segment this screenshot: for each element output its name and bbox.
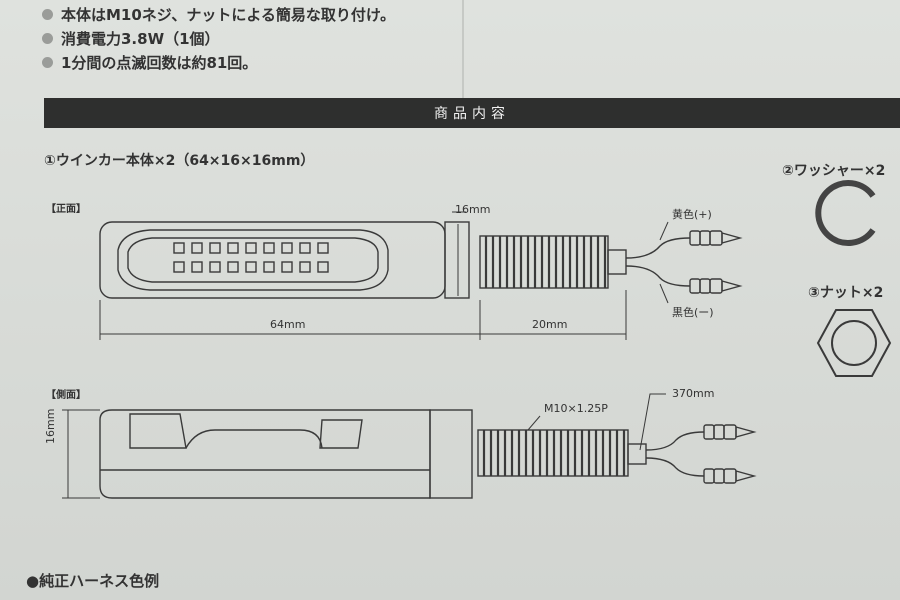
cable-length-label: 370mm bbox=[672, 387, 715, 400]
dim-extension-lines bbox=[99, 290, 627, 340]
side-height-dim bbox=[62, 409, 100, 499]
led-array bbox=[173, 242, 329, 273]
front-cable-boot bbox=[607, 249, 627, 275]
dim-body-64: 64mm bbox=[270, 318, 306, 331]
side-thread-ridges bbox=[482, 430, 626, 476]
side-body-outline bbox=[99, 409, 431, 499]
feature-text: 1分間の点滅回数は約81回。 bbox=[61, 54, 258, 72]
nut-hex bbox=[816, 309, 892, 377]
wire-black bbox=[625, 265, 691, 287]
feature-blink-rate: 1分間の点滅回数は約81回。 bbox=[42, 52, 257, 73]
bullet-icon bbox=[42, 57, 53, 68]
side-connector-top bbox=[703, 424, 757, 440]
item-turn-signal-body: ①ウインカー本体×2（64×16×16mm） bbox=[44, 153, 315, 169]
side-cable-boot bbox=[627, 443, 647, 465]
front-collar bbox=[444, 221, 470, 299]
wire-label-yellow: 黄色(+) bbox=[672, 208, 712, 221]
washer-shape bbox=[815, 180, 876, 246]
side-wire-top bbox=[645, 431, 705, 451]
feature-text: 本体はM10ネジ、ナットによる簡易な取り付け。 bbox=[61, 6, 396, 24]
front-thread-ridges bbox=[484, 236, 607, 288]
feature-text: 消費電力3.8W（1個） bbox=[61, 30, 220, 48]
dim-width-16: 16mm bbox=[455, 203, 491, 216]
feature-mounting: 本体はM10ネジ、ナットによる簡易な取り付け。 bbox=[42, 4, 395, 25]
side-window-left bbox=[129, 413, 187, 449]
dim-thread-20: 20mm bbox=[532, 318, 568, 331]
item-nut: ③ナット×2 bbox=[808, 285, 884, 301]
section-title: 商品内容 bbox=[434, 106, 510, 122]
wire-yellow bbox=[625, 237, 691, 259]
side-end-cap bbox=[429, 409, 473, 499]
side-wire-bottom bbox=[645, 457, 705, 477]
paper-fold bbox=[462, 0, 464, 100]
side-window-right bbox=[319, 419, 363, 449]
nut-hole bbox=[831, 320, 877, 366]
label-side-view: 【側面】 bbox=[46, 390, 86, 401]
front-body-outline bbox=[99, 221, 446, 299]
connector-black bbox=[689, 278, 743, 294]
section-header-contents: 商品内容 bbox=[44, 98, 900, 128]
feature-power: 消費電力3.8W（1個） bbox=[42, 28, 220, 49]
leader-thread-spec bbox=[527, 415, 541, 431]
bullet-icon bbox=[42, 33, 53, 44]
thread-spec-label: M10×1.25P bbox=[544, 402, 608, 415]
dim-height-16: 16mm bbox=[44, 408, 57, 444]
leader-yellow bbox=[659, 221, 669, 241]
bullet-icon bbox=[42, 9, 53, 20]
leader-cable-length bbox=[639, 393, 666, 451]
side-lens-curve bbox=[185, 429, 323, 449]
item-washer: ②ワッシャー×2 bbox=[782, 163, 886, 179]
side-connector-bottom bbox=[703, 468, 757, 484]
leader-black bbox=[659, 283, 669, 304]
label-front-view: 【正面】 bbox=[46, 204, 86, 215]
connector-yellow bbox=[689, 230, 743, 246]
harness-color-title: ●純正ハーネス色例 bbox=[26, 572, 160, 590]
wire-label-black: 黒色(ー) bbox=[672, 306, 714, 319]
front-lens-outline bbox=[117, 229, 389, 291]
front-lens-inner bbox=[127, 237, 379, 283]
